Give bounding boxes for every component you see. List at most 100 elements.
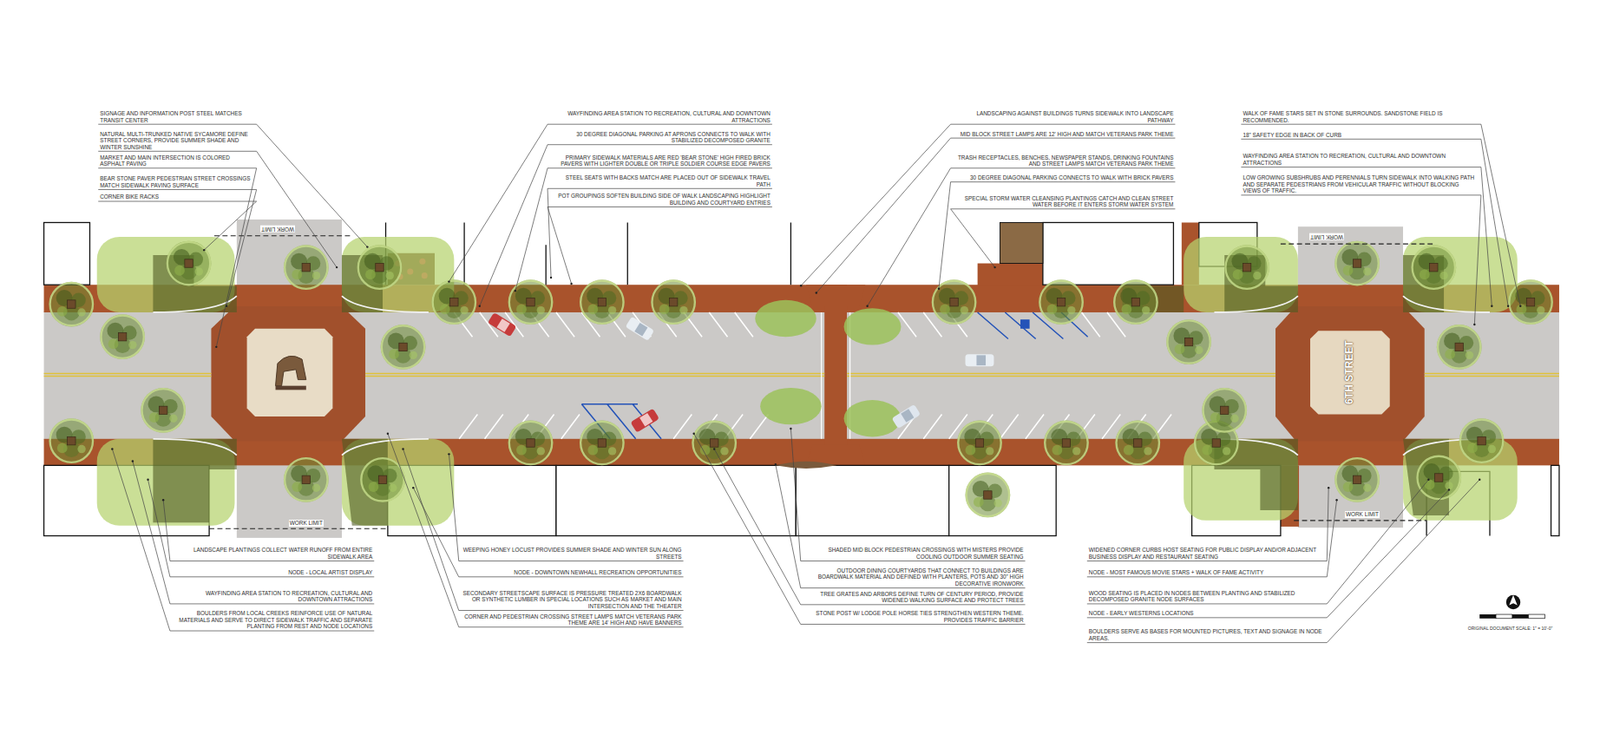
scale-bar (1495, 614, 1513, 619)
leader-line (1240, 195, 1481, 325)
leader-line (1240, 124, 1521, 307)
parking-stripes (453, 312, 1172, 440)
plan-label: 6TH STREET (1344, 340, 1357, 406)
work-limit-line (1293, 519, 1427, 521)
sculpture (275, 355, 307, 386)
leader-dot (789, 427, 792, 430)
callout-note: 30 DEGREE DIAGONAL PARKING AT APRONS CON… (550, 131, 771, 145)
work-limit-line (214, 235, 353, 237)
leader-dot (386, 432, 389, 435)
leader-line (163, 499, 374, 561)
street-tree (380, 324, 427, 370)
sidewalk (824, 284, 847, 466)
plan-label: ORIGINAL DOCUMENT SCALE: 1" = 10'-0" (1467, 625, 1554, 631)
curb-return (341, 439, 429, 456)
callout-note: CORNER AND PEDESTRIAN CROSSING STREET LA… (462, 613, 682, 627)
building (1551, 465, 1560, 536)
leader-line (816, 137, 1176, 293)
callout-note: WALK OF FAME STARS SET IN STONE SURROUND… (1242, 110, 1477, 124)
leader-line (1087, 499, 1338, 578)
leader-dot (366, 245, 368, 248)
callout-note: NODE - MOST FAMOUS MOVIE STARS + WALK OF… (1088, 569, 1264, 577)
road (236, 219, 342, 538)
building (44, 222, 1560, 536)
planting-bed (341, 439, 454, 526)
street-tree (508, 279, 554, 325)
street-tree (166, 241, 212, 287)
callout-note: NODE - LOCAL ARTIST DISPLAY (288, 569, 373, 577)
street-tree (957, 420, 1003, 466)
leader-dot (1507, 305, 1509, 308)
accessible-parking (581, 312, 1088, 440)
street-tree (140, 387, 186, 433)
planting-bed (844, 400, 902, 437)
leader-dot (865, 305, 868, 308)
work-limit-line (1280, 243, 1434, 245)
callout-note: BOULDERS FROM LOCAL CREEKS REINFORCE USE… (173, 609, 373, 630)
leader-line (1240, 138, 1509, 307)
curb-return (152, 439, 237, 456)
planting-bed (1403, 236, 1518, 313)
car (891, 404, 921, 429)
street-tree (1224, 244, 1270, 290)
plan-label: WORK LIMIT (260, 225, 296, 233)
street-tree (579, 279, 625, 325)
leader-dot (713, 447, 715, 450)
callout-note: BEAR STONE PAVER PEDESTRIAN STREET CROSS… (99, 175, 253, 189)
leader-line (403, 448, 684, 610)
leader-line (448, 124, 772, 282)
curb-return (152, 295, 1490, 455)
street-tree (99, 314, 145, 360)
curb-return (1403, 295, 1490, 313)
leader-dot (815, 291, 818, 294)
callout-note: 18" SAFETY EDGE IN BACK OF CURB (1242, 131, 1342, 139)
callout-note: LANDSCAPING AGAINST BUILDINGS TURNS SIDE… (954, 110, 1174, 124)
road (44, 219, 1560, 538)
leader-dot (514, 289, 517, 292)
leader-dot (335, 266, 338, 269)
callout-note: OUTDOOR DINING COURTYARDS THAT CONNECT T… (804, 567, 1024, 588)
leader-dot (203, 249, 205, 251)
car (496, 318, 510, 333)
callout-note: POT GROUPINGS SOFTEN BUILDING SIDE OF WA… (550, 192, 771, 206)
work-limit-line (209, 236, 1434, 530)
leader-line (98, 124, 368, 247)
car (891, 404, 921, 429)
leader-dot (1519, 305, 1522, 308)
leader-dot (1490, 305, 1493, 308)
leader-line (387, 433, 684, 628)
leader-line (1087, 479, 1480, 643)
car (630, 408, 660, 433)
street-tree (1038, 279, 1084, 325)
callout-note: SHADED MID BLOCK PEDESTRIAN CROSSINGS WI… (804, 546, 1024, 560)
leader-dot (1448, 488, 1450, 491)
center-line (44, 373, 1560, 374)
building (795, 465, 949, 536)
leader-line (1087, 489, 1450, 617)
leader-line (111, 448, 374, 631)
accessible-parking (1020, 319, 1030, 329)
street-tree (650, 279, 696, 325)
callout-note: SIGNAGE AND INFORMATION POST STEEL MATCH… (99, 110, 253, 124)
car (976, 354, 986, 366)
building (1042, 222, 1174, 285)
planting-bed (760, 387, 822, 425)
leader-dot (800, 284, 802, 287)
callout-note: MARKET AND MAIN INTERSECTION IS COLORED … (99, 154, 253, 168)
leader-line (1087, 479, 1430, 604)
street-tree (579, 420, 625, 466)
parking-stripes (898, 312, 1126, 337)
leader-dot (774, 463, 777, 466)
street-tree (931, 279, 978, 325)
callout-note: TRASH RECEPTACLES, BENCHES, NEWSPAPER ST… (954, 154, 1174, 168)
street-tree (1436, 324, 1482, 370)
leader-line (413, 487, 683, 578)
work-limit-line (209, 528, 388, 530)
street-tree (357, 244, 403, 290)
leader-line (479, 144, 773, 307)
car (634, 322, 648, 337)
callout-note: WAYFINDING AREA STATION TO RECREATION, C… (550, 110, 771, 124)
street-tree (283, 244, 329, 290)
callout-note: WIDENED CORNER CURBS HOST SEATING FOR PU… (1088, 546, 1324, 560)
